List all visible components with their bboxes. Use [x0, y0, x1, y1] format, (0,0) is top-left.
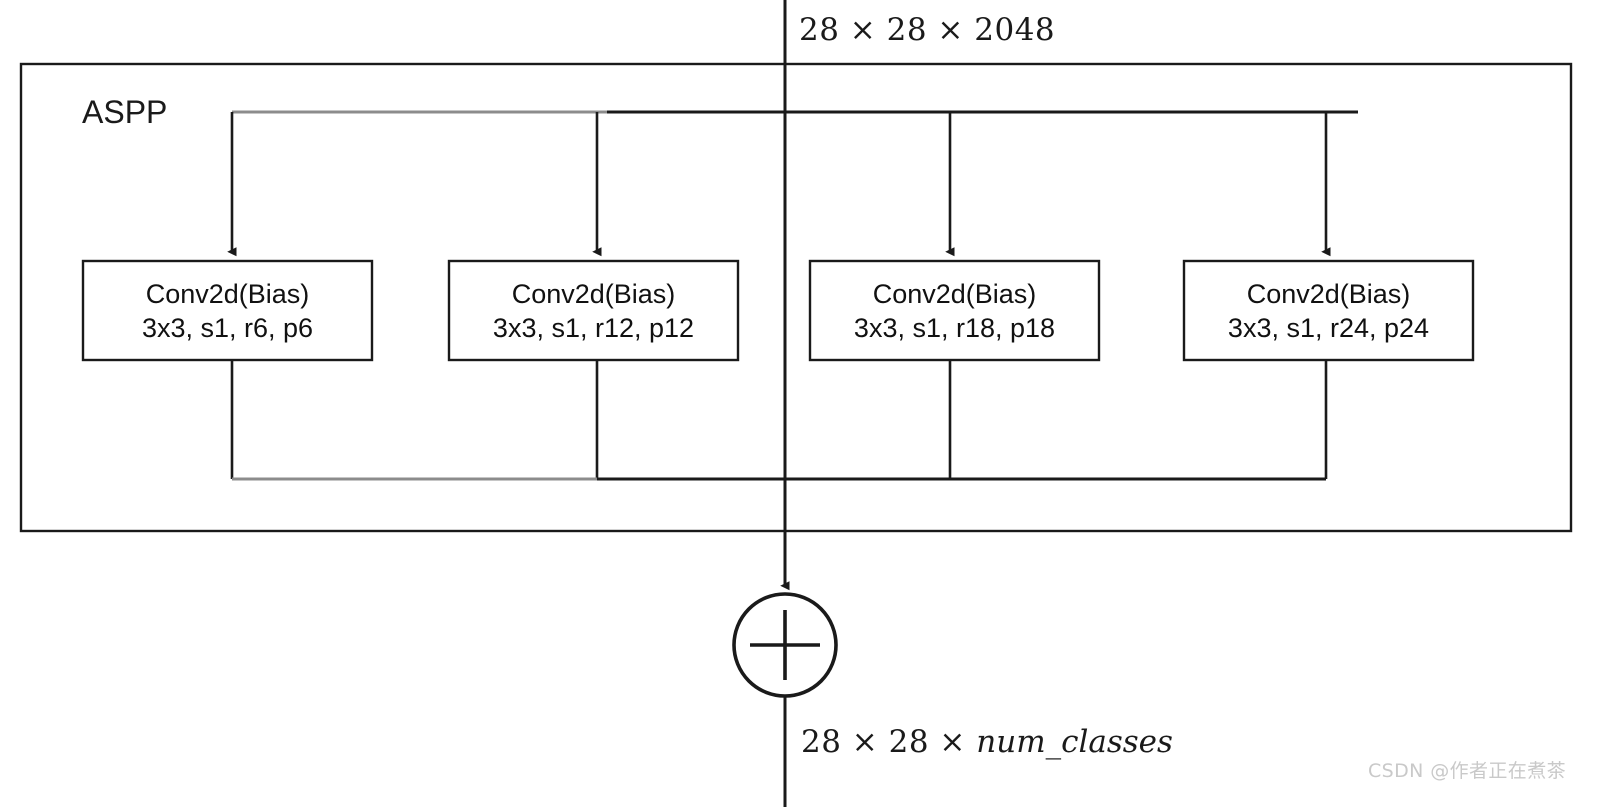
input-shape-label: 28 × 28 × 2048: [799, 12, 1056, 48]
aspp-container-box: [19, 62, 1573, 533]
conv-block-1[interactable]: [81, 259, 374, 362]
output-shape-prefix: 28 × 28 ×: [801, 724, 977, 760]
output-shape-num-classes: num_classes: [976, 724, 1173, 760]
aspp-title-label: ASPP: [82, 94, 168, 130]
output-shape-label: 28 × 28 × num_classes: [801, 724, 1173, 760]
csdn-watermark: CSDN @作者正在煮茶: [1368, 760, 1567, 782]
conv-block-4[interactable]: [1182, 259, 1475, 362]
conv-block-3[interactable]: [808, 259, 1101, 362]
conv-block-2[interactable]: [447, 259, 740, 362]
